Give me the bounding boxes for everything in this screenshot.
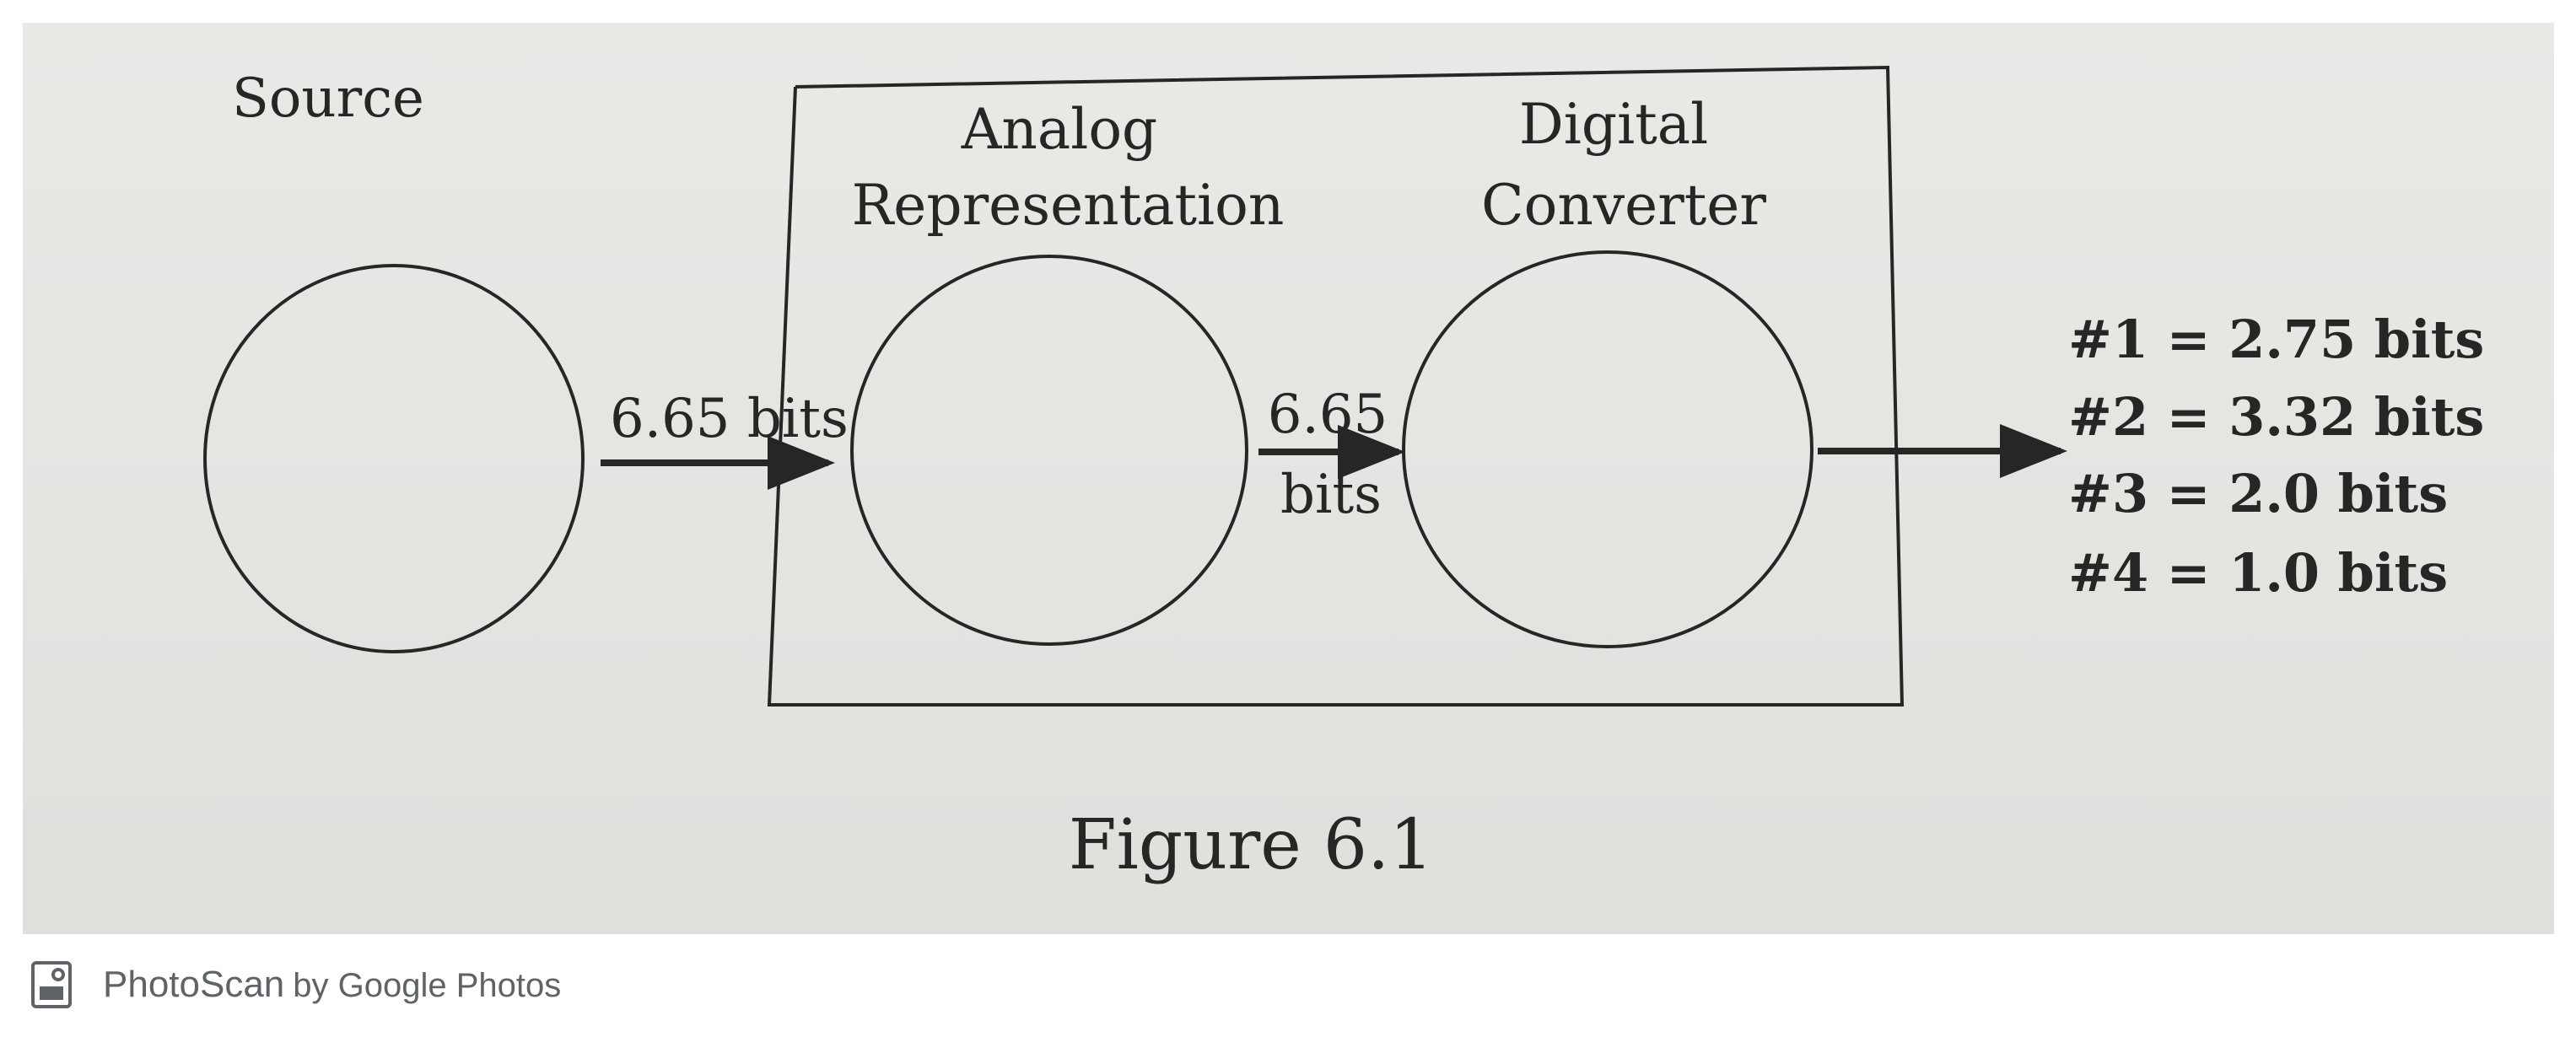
arrow1-label: 6.65 bits <box>610 388 849 450</box>
output-item-4: #4 = 1.0 bits <box>2068 542 2448 604</box>
enclosing-box <box>767 65 1905 707</box>
output-item-2: #2 = 3.32 bits <box>2068 386 2484 448</box>
analog-representation-circle <box>850 255 1248 646</box>
source-circle <box>203 264 585 653</box>
photoscan-icon <box>31 961 72 1008</box>
footer-by-text: by Google Photos <box>293 967 562 1004</box>
analog-label-line2: Representation <box>852 173 1285 238</box>
analog-label-line1: Analog <box>961 97 1158 162</box>
digital-label-line1: Digital <box>1519 92 1708 157</box>
footer-app-name: PhotoScan <box>103 964 285 1005</box>
arrow2-label-line1: 6.65 <box>1268 384 1388 446</box>
output-item-3: #3 = 2.0 bits <box>2068 463 2448 524</box>
scanned-page <box>23 23 2554 934</box>
digital-converter-circle <box>1402 250 1813 648</box>
arrow2-label-line2: bits <box>1280 464 1382 526</box>
figure-caption: Figure 6.1 <box>1069 805 1434 885</box>
digital-label-line2: Converter <box>1481 173 1766 238</box>
output-item-1: #1 = 2.75 bits <box>2068 309 2484 370</box>
source-label: Source <box>232 67 424 130</box>
